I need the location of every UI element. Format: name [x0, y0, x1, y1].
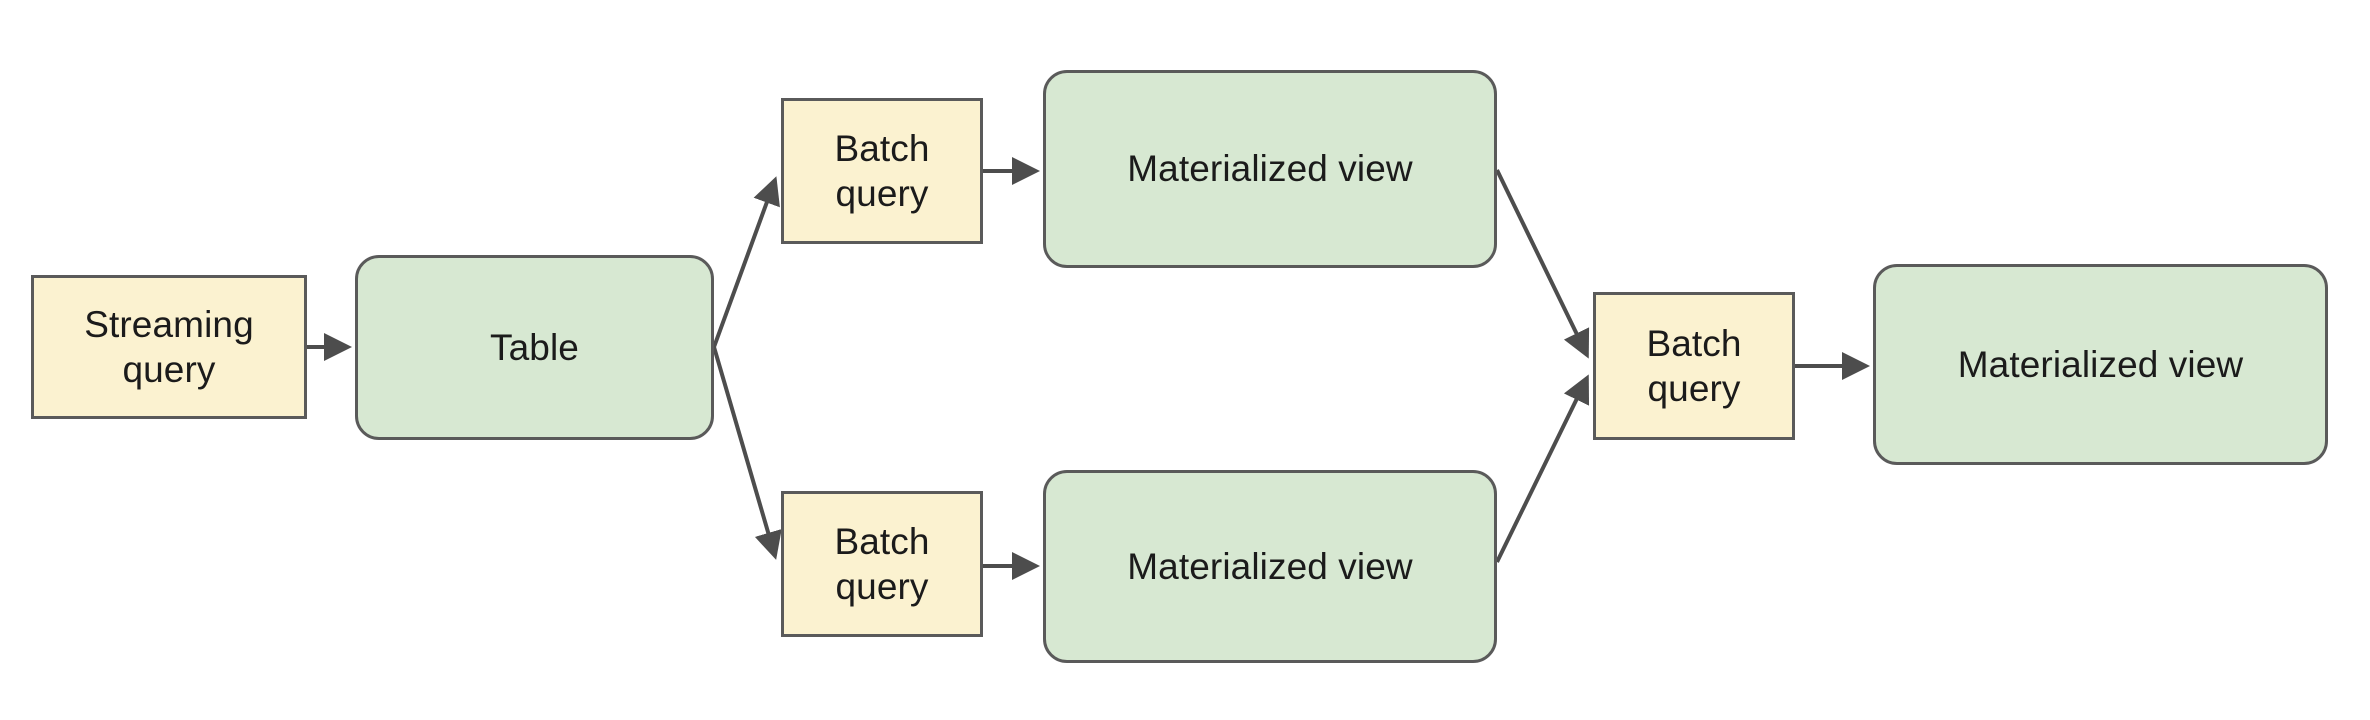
- node-label: Batch query: [1646, 322, 1742, 409]
- node-batch-query-bottom[interactable]: Batch query: [781, 491, 983, 637]
- edge-mv-bottom-to-batch-join: [1495, 374, 1590, 563]
- node-table[interactable]: Table: [355, 255, 714, 440]
- node-label: Materialized view: [1957, 343, 2244, 385]
- node-batch-query-top[interactable]: Batch query: [781, 98, 983, 244]
- node-label: Batch query: [834, 127, 930, 214]
- node-label: Materialized view: [1127, 545, 1413, 587]
- edge-mv-top-to-batch-join: [1495, 169, 1590, 359]
- edge-table-to-batch-top: [712, 176, 780, 348]
- node-label: Table: [490, 326, 579, 368]
- node-materialized-view-top[interactable]: Materialized view: [1043, 70, 1497, 268]
- node-batch-query-join[interactable]: Batch query: [1593, 292, 1795, 440]
- edge-table-to-batch-bottom: [712, 346, 782, 560]
- node-materialized-view-bottom[interactable]: Materialized view: [1043, 470, 1497, 663]
- node-label: Streaming query: [84, 303, 254, 390]
- node-label: Batch query: [834, 520, 930, 607]
- node-streaming-query[interactable]: Streaming query: [31, 275, 307, 419]
- node-materialized-view-final[interactable]: Materialized view: [1873, 264, 2328, 465]
- node-label: Materialized view: [1127, 148, 1413, 190]
